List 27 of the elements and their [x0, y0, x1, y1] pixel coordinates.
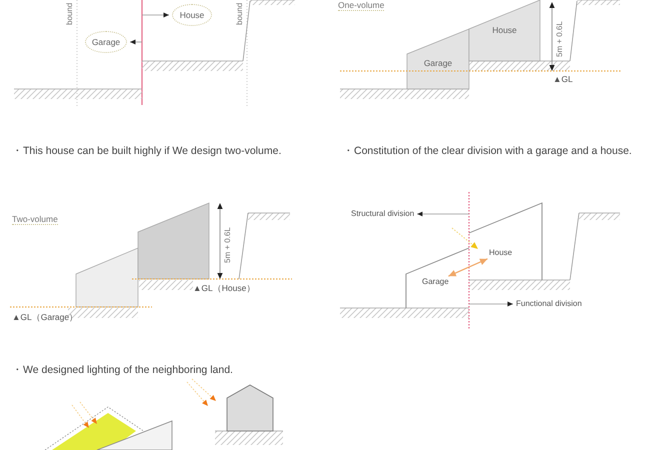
boundary-label: bound: [236, 2, 244, 25]
caption-text: ・Constitution of the clear division with a garage and a house.: [343, 145, 632, 158]
arrow: [130, 40, 142, 44]
division-label: Functional division: [516, 299, 582, 309]
boundary-label: bound: [66, 2, 74, 25]
arrow: [468, 302, 514, 306]
room-label: Garage: [422, 277, 449, 287]
dimension-label: 5m + 0.6L: [224, 227, 232, 263]
section-title: One-volume: [338, 0, 384, 11]
arrow: [142, 12, 170, 18]
section-title: Two-volume: [12, 214, 58, 225]
building-volume: [76, 248, 138, 307]
caption-text: ・We designed lighting of the neighboring land.: [12, 364, 233, 377]
room-label: House: [489, 248, 512, 258]
dimension-label: 5m + 0.6L: [556, 21, 564, 57]
label-ellipse: House: [172, 4, 212, 26]
building-volume: House: [469, 0, 540, 61]
division-label: Structural division: [351, 209, 414, 219]
building-volume: [138, 203, 209, 279]
caption-text: ・This house can be built highly if We design two-volume.: [12, 145, 282, 158]
building-volume: Garage: [407, 29, 469, 89]
level-label: ▲GL（Garage）: [12, 312, 78, 322]
level-label: ▲GL: [553, 74, 573, 84]
level-label: ▲GL（House）: [193, 283, 256, 293]
arrow: [448, 258, 488, 277]
label-ellipse: Garage: [85, 31, 127, 53]
arrow: [416, 212, 470, 216]
